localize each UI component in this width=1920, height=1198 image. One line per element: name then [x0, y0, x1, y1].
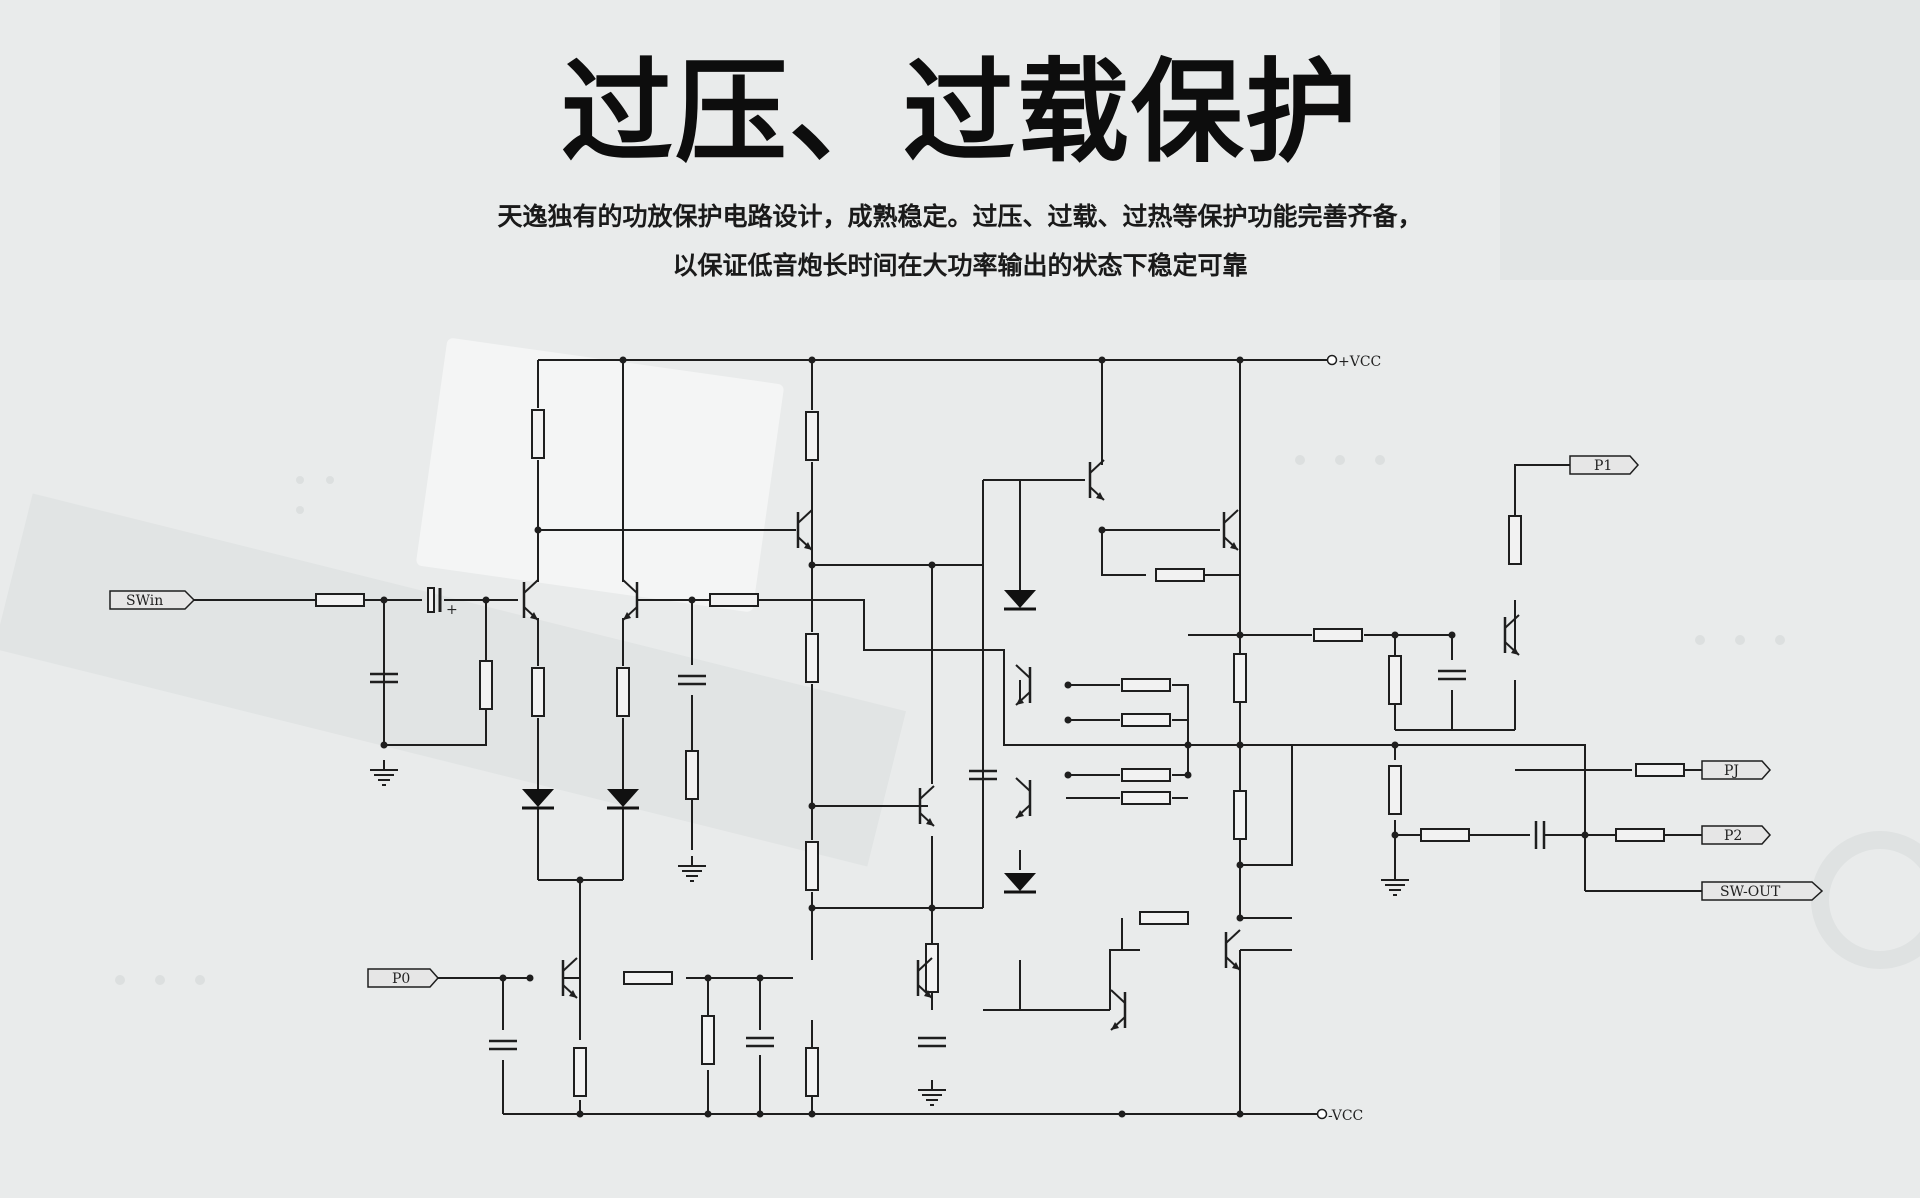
- port-swin: SWin: [109, 590, 196, 610]
- port-pj: PJ: [1701, 760, 1772, 780]
- svg-text:P1: P1: [1594, 458, 1612, 474]
- description-line-1: 天逸独有的功放保护电路设计，成熟稳定。过压、过载、过热等保护功能完善齐备，: [497, 202, 1423, 231]
- wires: [192, 359, 1702, 1115]
- description-line-2: 以保证低音炮长时间在大功率输出的状态下稳定可靠: [672, 251, 1248, 280]
- port-p1: P1: [1569, 455, 1640, 475]
- electrolytic-capacitor: +: [427, 587, 458, 618]
- svg-text:PJ: PJ: [1724, 763, 1739, 779]
- page-title: 过压、过载保护: [561, 47, 1359, 178]
- vcc-positive-label: +VCC: [1338, 354, 1381, 370]
- svg-text:SW-OUT: SW-OUT: [1720, 884, 1781, 900]
- port-sw-out: SW-OUT: [1701, 881, 1824, 901]
- capacitor-polarity-label: +: [446, 602, 458, 618]
- port-p2: P2: [1701, 825, 1772, 845]
- svg-text:P2: P2: [1724, 828, 1742, 844]
- svg-text:P0: P0: [392, 971, 410, 987]
- port-p0: P0: [367, 968, 440, 988]
- svg-text:SWin: SWin: [126, 593, 163, 609]
- vcc-negative-label: -VCC: [1328, 1108, 1363, 1124]
